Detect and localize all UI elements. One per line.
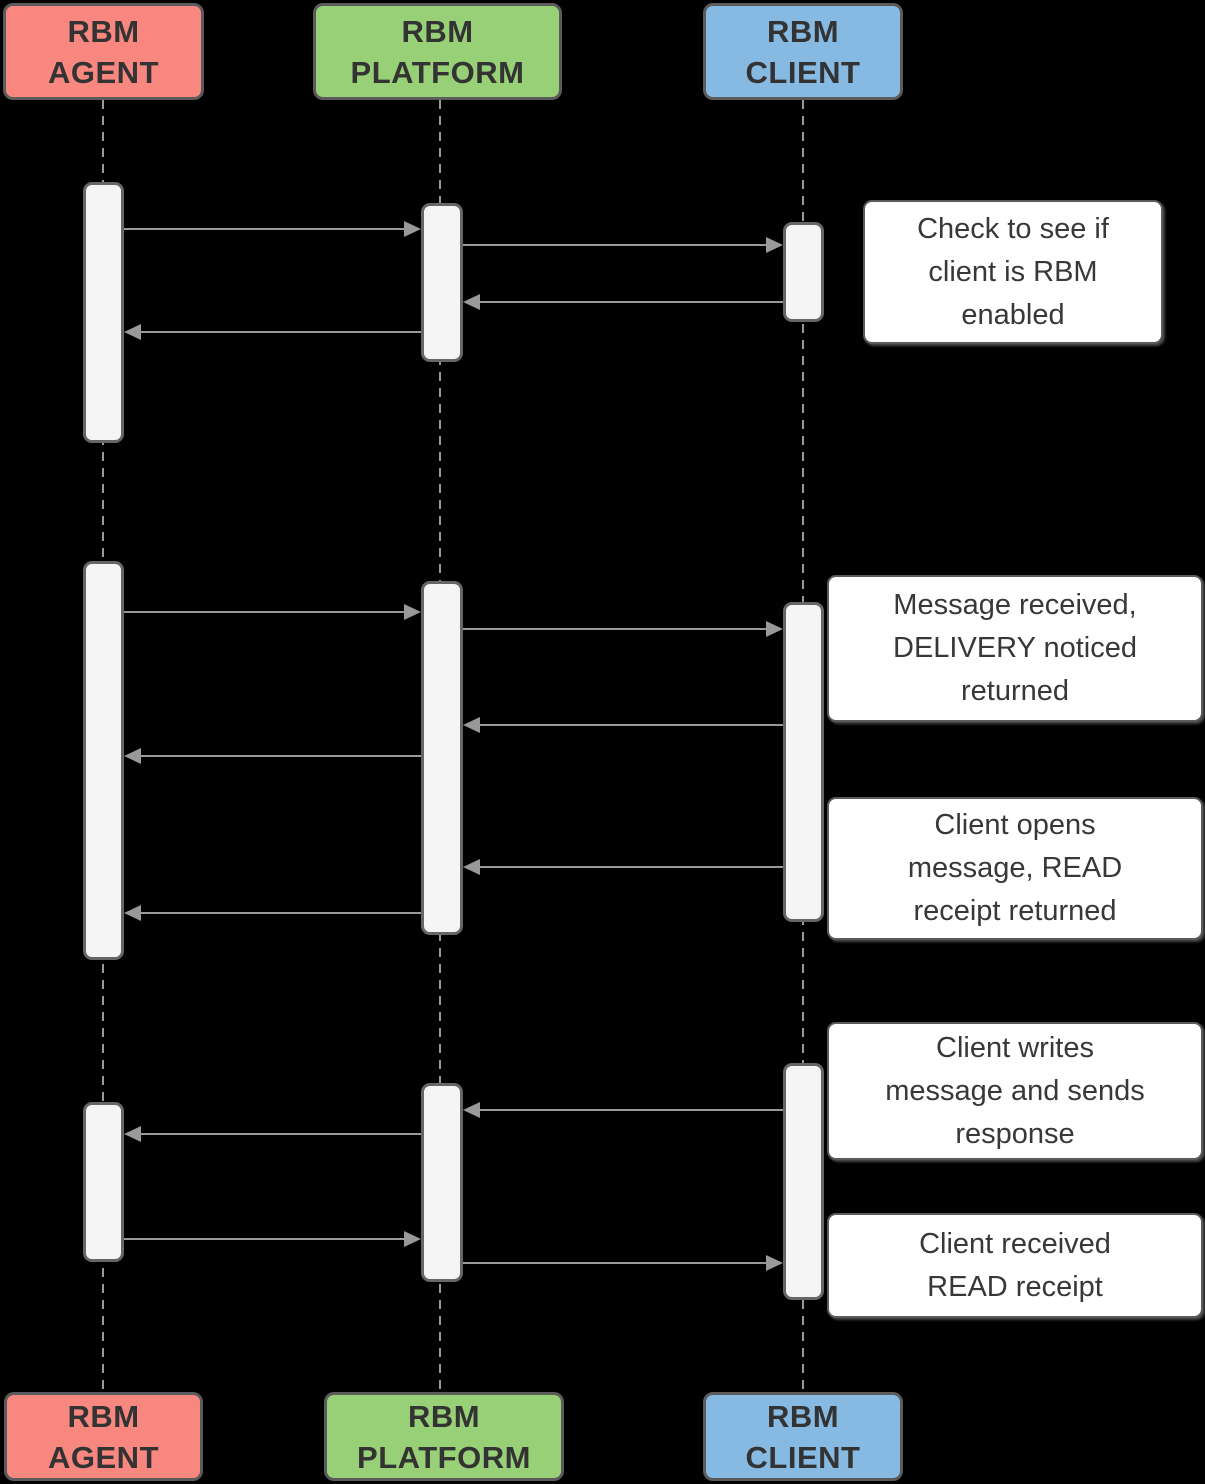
- note-text-line: enabled: [961, 298, 1065, 331]
- arrowhead-icon: [124, 324, 141, 340]
- actor-label-line: RBM: [766, 1398, 840, 1434]
- message-arrow-hello-world-to-client: [463, 628, 768, 630]
- message-arrow-read-response-to-platform: [124, 1238, 406, 1240]
- note-read-receipt: Client opens message, READ receipt returne…: [827, 797, 1203, 940]
- note-text-line: receipt returned: [913, 895, 1117, 927]
- actor-label-line: CLIENT: [745, 54, 861, 90]
- message-arrow-hello-world-to-platform: [124, 611, 406, 613]
- message-arrow-read-to-agent: [139, 912, 421, 914]
- message-arrow-delivered-to-platform: [478, 724, 783, 726]
- message-arrow-read-to-platform: [478, 866, 783, 868]
- actor-box-rbm-platform-bottom: RBM PLATFORM: [324, 1392, 564, 1481]
- note-text-line: message and sends: [885, 1074, 1145, 1107]
- actor-label-line: RBM: [401, 13, 474, 49]
- message-arrow-hello-to-you-to-agent: [139, 1133, 421, 1135]
- arrowhead-icon: [404, 221, 421, 237]
- actor-label-line: PLATFORM: [357, 1439, 531, 1475]
- note-capability: Check to see if client is RBM enabled: [863, 200, 1163, 344]
- activation-bar-rbm-agent: [83, 1102, 124, 1262]
- message-arrow-rbm-enabled-true-to-platform: [478, 301, 783, 303]
- activation-bar-rbm-agent: [83, 182, 124, 443]
- arrowhead-icon: [463, 859, 480, 875]
- actor-label-line: RBM: [67, 1398, 140, 1434]
- actor-label-line: RBM: [67, 13, 140, 49]
- actor-box-rbm-platform-top: RBM PLATFORM: [313, 3, 562, 100]
- actor-box-rbm-agent-top: RBM AGENT: [3, 3, 204, 100]
- message-arrow-rbm-enabled-true-to-agent: [139, 331, 421, 333]
- message-arrow-capability-check-to-platform: [124, 228, 406, 230]
- note-text-line: response: [955, 1117, 1075, 1150]
- arrowhead-icon: [766, 237, 783, 253]
- note-client-writes: Client writes message and sends response: [827, 1022, 1203, 1160]
- actor-label-line: AGENT: [48, 1439, 159, 1475]
- actor-label-line: AGENT: [48, 54, 159, 90]
- message-arrow-read-response-to-client: [463, 1262, 768, 1264]
- message-arrow-delivered-to-agent: [139, 755, 421, 757]
- message-arrow-hello-to-you-to-platform: [478, 1109, 783, 1111]
- note-text-line: Client opens: [934, 809, 1096, 841]
- activation-bar-rbm-client: [783, 222, 824, 322]
- actor-box-rbm-agent-bottom: RBM AGENT: [4, 1392, 203, 1481]
- actor-label-line: PLATFORM: [350, 54, 525, 90]
- actor-box-rbm-client-top: RBM CLIENT: [703, 3, 903, 100]
- note-text-line: Message received,: [893, 589, 1137, 621]
- message-arrow-capability-check-to-client: [463, 244, 768, 246]
- note-text-line: Check to see if: [917, 212, 1109, 245]
- actor-label-line: CLIENT: [745, 1439, 861, 1475]
- activation-bar-rbm-agent: [83, 561, 124, 960]
- actor-label-line: RBM: [407, 1398, 481, 1434]
- actor-label-line: RBM: [766, 13, 840, 49]
- arrowhead-icon: [124, 748, 141, 764]
- note-text-line: READ receipt: [927, 1270, 1103, 1303]
- note-text-line: client is RBM: [928, 255, 1098, 288]
- arrowhead-icon: [404, 1231, 421, 1247]
- activation-bar-rbm-client: [783, 602, 824, 922]
- activation-bar-rbm-client: [783, 1063, 824, 1300]
- note-text-line: Client writes: [936, 1031, 1094, 1064]
- activation-bar-rbm-platform: [421, 1083, 463, 1282]
- arrowhead-icon: [463, 717, 480, 733]
- note-text-line: returned: [960, 675, 1069, 707]
- arrowhead-icon: [463, 1102, 480, 1118]
- note-text-line: message, READ: [907, 852, 1123, 884]
- activation-bar-rbm-platform: [421, 203, 463, 362]
- arrowhead-icon: [124, 1126, 141, 1142]
- arrowhead-icon: [404, 604, 421, 620]
- arrowhead-icon: [766, 1255, 783, 1271]
- arrowhead-icon: [124, 905, 141, 921]
- note-text-line: Client received: [919, 1227, 1111, 1260]
- note-text-line: DELIVERY noticed: [893, 632, 1137, 664]
- note-delivery: Message received, DELIVERY noticed returne…: [827, 575, 1203, 722]
- actor-box-rbm-client-bottom: RBM CLIENT: [703, 1392, 903, 1481]
- activation-bar-rbm-platform: [421, 581, 463, 935]
- arrowhead-icon: [766, 621, 783, 637]
- arrowhead-icon: [463, 294, 480, 310]
